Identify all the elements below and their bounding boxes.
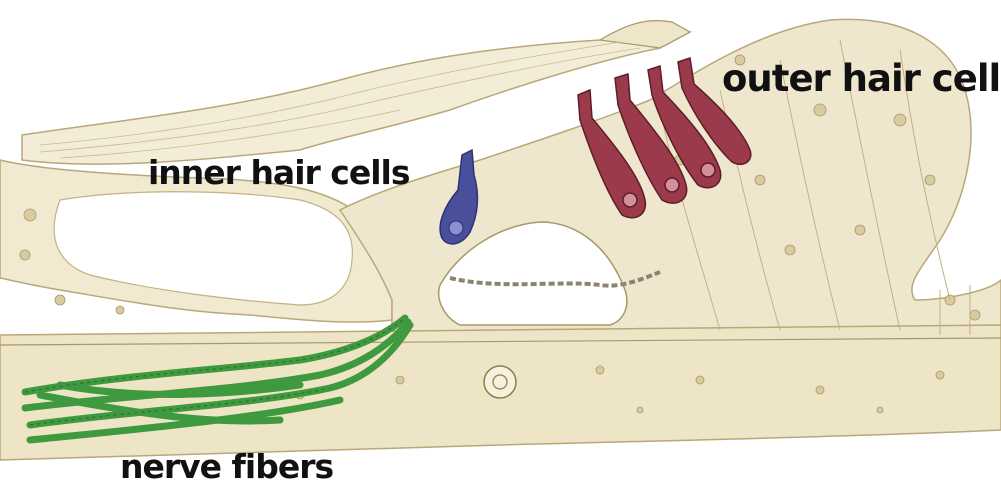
inner-hair-cells-label: inner hair cells	[148, 156, 410, 189]
nerve-fibers-label: nerve fibers	[120, 450, 333, 483]
outer-hair-cells-label: outer hair cells	[722, 60, 1001, 97]
spiral-vessel	[484, 366, 516, 398]
